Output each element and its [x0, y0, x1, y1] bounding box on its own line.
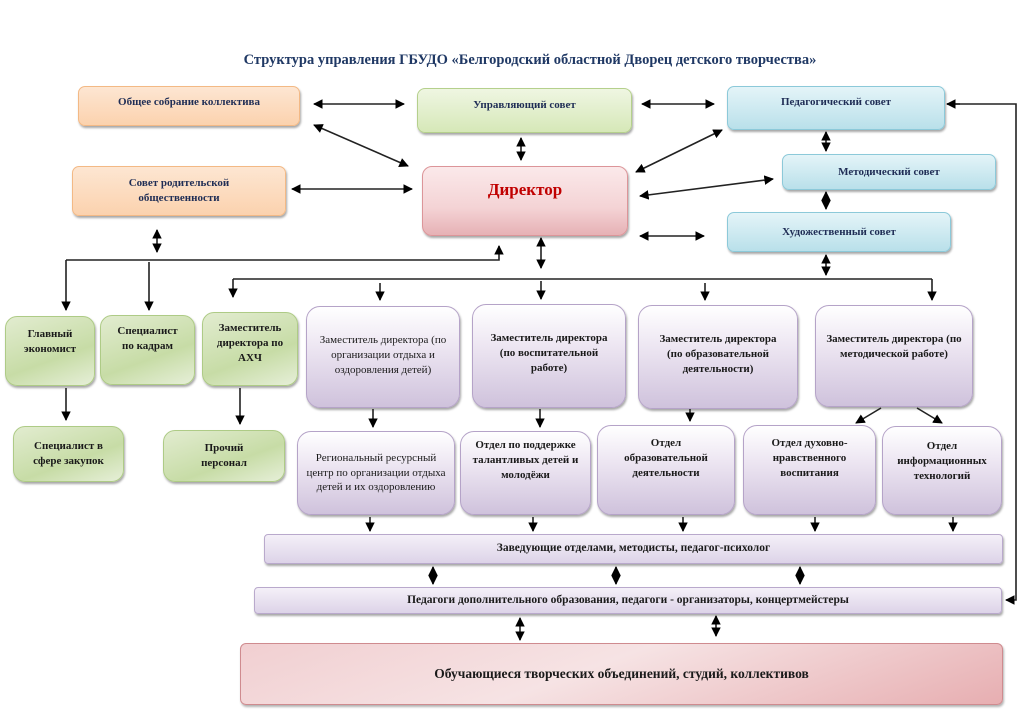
diagram-title: Структура управления ГБУДО «Белгородский… — [243, 52, 817, 68]
department-box-talents: Отдел по поддержке талантливых детей и м… — [460, 431, 591, 515]
deputy-label: Заместитель директора (по методической р… — [826, 333, 962, 360]
department-box-it: Отдел информационных технологий — [882, 426, 1002, 515]
pedagogical-council-box: Педагогический совет — [727, 86, 945, 130]
parent-council-box: Совет родительской общественности — [72, 166, 286, 216]
department-box-education: Отдел образовательной деятельности — [597, 425, 735, 515]
students-box: Обучающиеся творческих объединений, студ… — [240, 643, 1003, 705]
parent-council-label: Совет родительской общественности — [128, 177, 230, 204]
department-box-spiritual: Отдел духовно-нравственного воспитания — [743, 425, 876, 515]
deputy-box-education: Заместитель директора (по образовательно… — [638, 305, 798, 409]
hr-specialist-box: Специалист по кадрам — [100, 315, 195, 385]
department-label: Отдел информационных технологий — [897, 440, 987, 482]
teachers-bar: Педагоги дополнительного образования, пе… — [254, 587, 1002, 614]
deputy-box-methodical: Заместитель директора (по методической р… — [815, 305, 973, 407]
teachers-label: Педагоги дополнительного образования, пе… — [407, 593, 849, 606]
governing-council-box: Управляющий совет — [417, 88, 632, 133]
procurement-specialist-label: Специалист в сфере закупок — [33, 440, 104, 467]
chief-economist-box: Главный экономист — [5, 316, 95, 386]
department-label: Отдел по поддержке талантливых детей и м… — [472, 439, 579, 481]
other-personnel-box: Прочий персонал — [163, 430, 285, 482]
students-label: Обучающиеся творческих объединений, студ… — [434, 665, 809, 681]
chief-economist-label: Главный экономист — [23, 328, 77, 355]
heads-label: Заведующие отделами, методисты, педагог-… — [496, 542, 771, 555]
deputy-label: Заместитель директора (по образовательно… — [659, 333, 777, 375]
deputy-label: Заместитель директора (по организации от… — [319, 334, 447, 376]
other-personnel-label: Прочий персонал — [201, 442, 247, 469]
deputy-box-upbringing: Заместитель директора (по воспитательной… — [472, 304, 626, 408]
department-label: Отдел образовательной деятельности — [624, 437, 708, 479]
arrow-meeting-director — [313, 124, 409, 167]
department-label: Региональный ресурсный центр по организа… — [306, 451, 446, 494]
general-meeting-label: Общее собрание коллектива — [118, 96, 260, 108]
deputy-ahch-box: Заместитель директора по АХЧ — [202, 312, 298, 386]
heads-bar: Заведующие отделами, методисты, педагог-… — [264, 534, 1003, 564]
left-bus — [66, 245, 504, 261]
artistic-council-box: Художественный совет — [727, 212, 951, 252]
deputy-label: Заместитель директора (по воспитательной… — [490, 332, 608, 374]
artistic-council-label: Художественный совет — [782, 225, 896, 238]
arrow-pedagogical-director — [635, 129, 723, 173]
department-box-resource-center: Региональный ресурсный центр по организа… — [297, 431, 455, 515]
hr-specialist-label: Специалист по кадрам — [117, 325, 178, 352]
deputy-ahch-label: Заместитель директора по АХЧ — [216, 322, 284, 364]
arrow-methodical-director — [639, 175, 774, 200]
procurement-specialist-box: Специалист в сфере закупок — [13, 426, 124, 482]
methodical-council-label: Методический совет — [838, 165, 940, 178]
governing-council-label: Управляющий совет — [473, 99, 576, 111]
director-label: Директор — [487, 180, 563, 199]
deputy-box-recreation: Заместитель директора (по организации от… — [306, 306, 460, 408]
department-label: Отдел духовно-нравственного воспитания — [771, 437, 848, 479]
methodical-council-box: Методический совет — [782, 154, 996, 190]
general-meeting-box: Общее собрание коллектива — [78, 86, 300, 126]
director-box: Директор — [422, 166, 628, 236]
pedagogical-council-label: Педагогический совет — [780, 96, 892, 108]
